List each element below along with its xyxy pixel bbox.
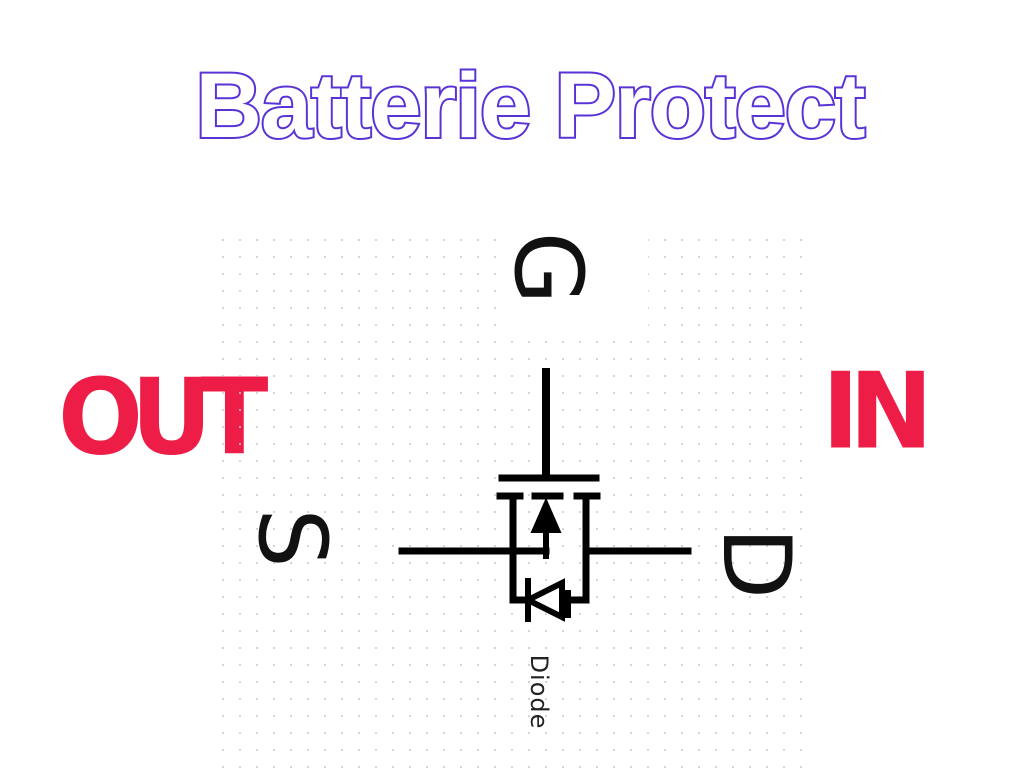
drain-label: D	[701, 527, 810, 599]
gate-label-background	[508, 228, 648, 338]
channel-arrow-icon	[530, 497, 562, 533]
diode-label: Diode	[525, 655, 553, 730]
diode-triangle-icon	[521, 578, 565, 622]
in-label: IN	[822, 350, 933, 473]
diagram-title: Batterie Protect	[193, 55, 867, 157]
source-label: S	[237, 508, 346, 568]
body-diode	[521, 578, 571, 622]
gate-label: G	[493, 232, 602, 305]
